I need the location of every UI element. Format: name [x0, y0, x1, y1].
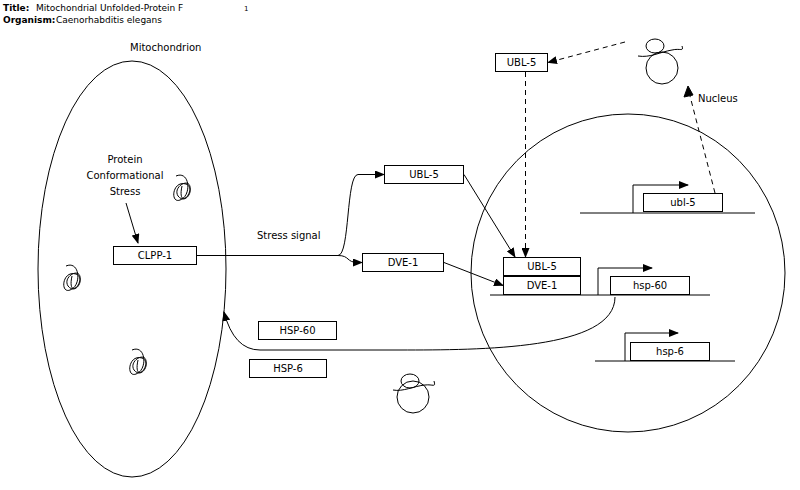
unfolded-protein	[64, 175, 190, 374]
box-text: UBL-5	[409, 166, 439, 183]
connector-arrow	[444, 263, 503, 286]
box-text: HSP-60	[279, 322, 315, 339]
gene-box: hsp-60	[610, 276, 690, 295]
protein-box: CLPP-1	[113, 246, 197, 265]
arrowhead	[684, 86, 693, 97]
dna-line	[580, 213, 755, 214]
protein-box: UBL-5	[384, 165, 464, 184]
connector-arrow	[197, 256, 362, 263]
organism-key: Organism:	[3, 15, 55, 25]
diagram-title: Mitochondrial Unfolded-Protein F	[36, 3, 183, 13]
protein-box: DVE-1	[362, 253, 444, 272]
organelle-label: Nucleus	[698, 93, 738, 104]
organism-name: Caenorhabditis elegans	[56, 15, 162, 25]
nucleus-organelle: NucleusUBL-5DVE-1hsp-60ubl-5hsp-6	[470, 113, 786, 433]
box-text: DVE-1	[388, 254, 419, 271]
page-number: 1	[244, 5, 248, 13]
box-text: CLPP-1	[138, 247, 172, 264]
protein-box: HSP-6	[249, 359, 327, 378]
connector-arrow	[548, 42, 715, 193]
box-text: ubl-5	[670, 194, 695, 211]
gene-box: ubl-5	[643, 193, 723, 212]
box-text: hsp-6	[656, 343, 684, 360]
gene-box: hsp-6	[630, 342, 710, 361]
box-text: UBL-5	[527, 258, 557, 275]
box-text: hsp-60	[633, 277, 667, 294]
box-text: UBL-5	[507, 54, 537, 71]
ellipse-outline	[37, 60, 227, 478]
edge-label: Stress signal	[256, 230, 322, 241]
organelle-label: Mitochondrion	[130, 42, 201, 53]
connector-arrow	[464, 175, 515, 258]
stress-arrow	[126, 203, 138, 243]
box-text: DVE-1	[527, 277, 558, 294]
title-key: Title:	[3, 3, 29, 13]
connector-arrow	[224, 297, 615, 350]
connector-arrow	[525, 72, 526, 257]
protein-box: UBL-5	[503, 257, 581, 276]
ribosome	[393, 374, 435, 413]
ribosome	[638, 39, 683, 84]
protein-box: DVE-1	[503, 276, 581, 295]
mitochondrion-organelle: MitochondrionCLPP-1	[37, 60, 227, 478]
stress-note: Protein Conformational Stress	[80, 152, 170, 200]
box-text: HSP-6	[273, 360, 303, 377]
protein-box: UBL-5	[495, 53, 548, 72]
protein-box: HSP-60	[258, 321, 337, 340]
